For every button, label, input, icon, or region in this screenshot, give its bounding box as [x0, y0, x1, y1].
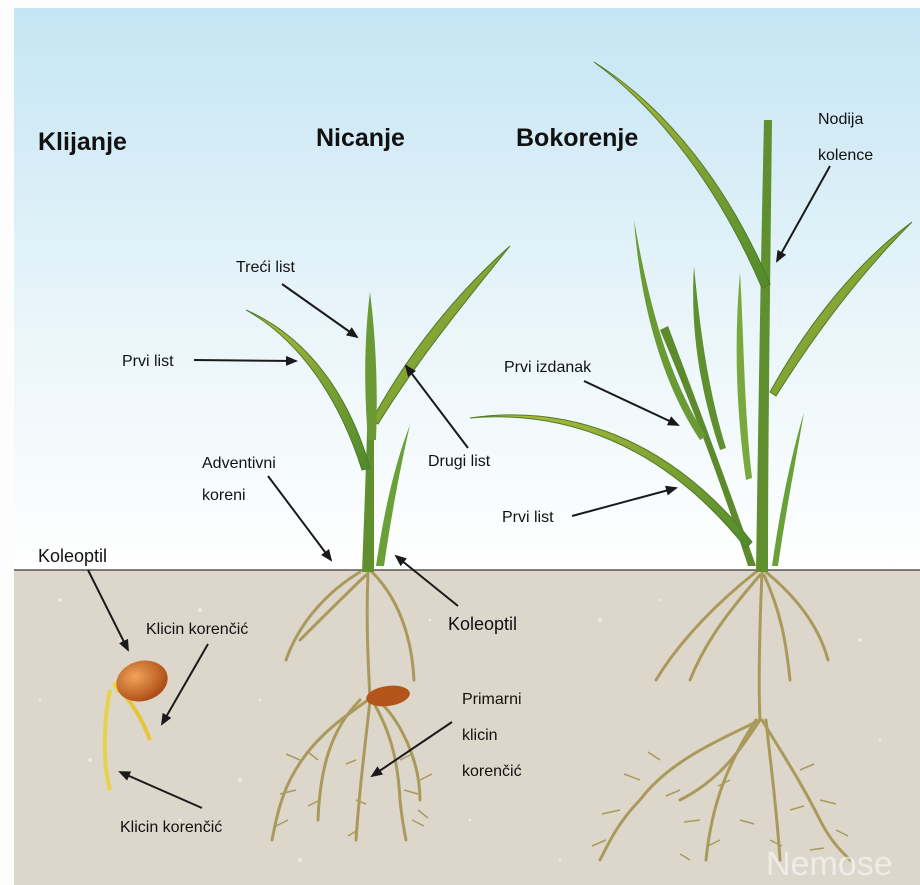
label-treci-list: Treći list — [236, 259, 296, 276]
label-klicin-korencic-top: Klicin korenčić — [146, 621, 248, 638]
label-nodija-2: kolence — [818, 147, 873, 164]
label-primarni-1: Primarni — [462, 691, 522, 708]
label-primarni-2: klicin — [462, 727, 498, 744]
label-prvi-izdanak: Prvi izdanak — [504, 359, 592, 376]
label-koleoptil-emergence: Koleoptil — [448, 614, 517, 634]
label-drugi-list: Drugi list — [428, 453, 491, 470]
watermark: Nemose — [766, 845, 893, 883]
label-adventivni-2: koreni — [202, 487, 246, 504]
label-klicin-korencic-bottom: Klicin korenčić — [120, 819, 222, 836]
arrow-prvi-list — [194, 360, 296, 361]
title-nicanje: Nicanje — [316, 124, 405, 152]
label-prvi-list-emergence: Prvi list — [122, 353, 174, 370]
label-adventivni-1: Adventivni — [202, 455, 276, 472]
label-prvi-list-tillering: Prvi list — [502, 509, 554, 526]
title-klijanje: Klijanje — [38, 128, 127, 156]
label-nodija-1: Nodija — [818, 111, 863, 128]
label-primarni-3: korenčić — [462, 763, 522, 780]
label-koleoptil-seed: Koleoptil — [38, 546, 107, 566]
title-bokorenje: Bokorenje — [516, 124, 638, 152]
